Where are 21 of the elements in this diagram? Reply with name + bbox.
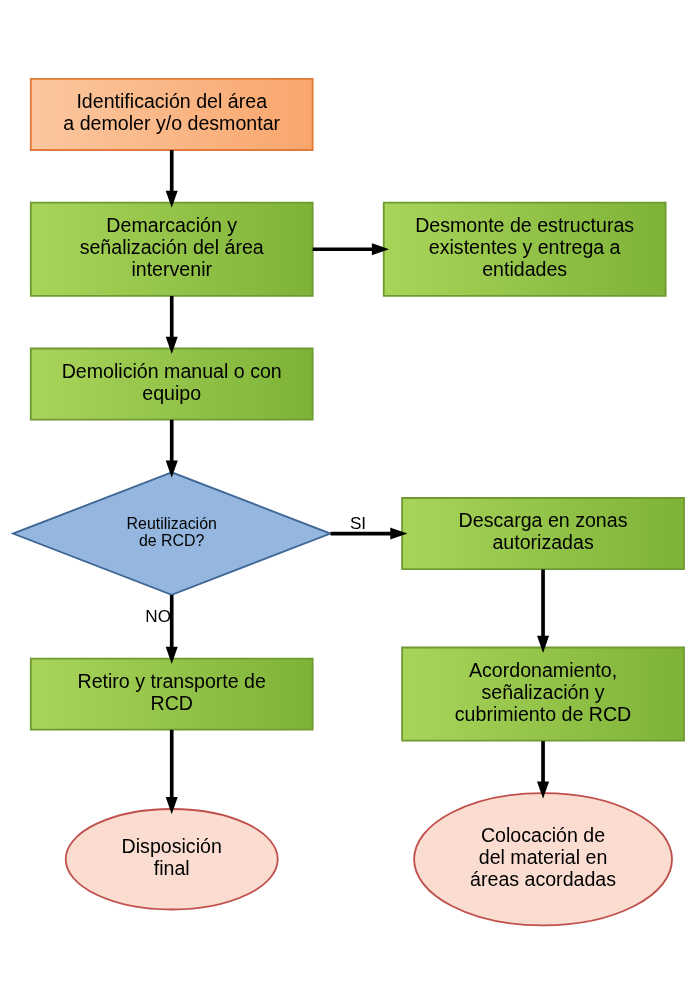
node-box: Acordonamiento, señalización y cubrimiento de RCD: [401, 646, 685, 742]
node-ellipse: Colocación de del material en áreas acordadas: [413, 792, 673, 927]
node-box: Demolición manual o con equipo: [29, 347, 314, 421]
node-box: Descarga en zonas autorizadas: [401, 497, 685, 571]
edge-label: SI: [349, 512, 367, 533]
arrow: [312, 243, 390, 256]
node-box: Identificación del área a demoler y/o desmontar: [29, 78, 314, 151]
arrow: [537, 741, 550, 799]
node-ellipse: Disposición final: [64, 808, 279, 911]
node-box: Retiro y transporte de RCD: [29, 657, 314, 731]
arrow: [537, 569, 550, 654]
edge-label: NO: [145, 605, 172, 626]
node-box: Desmonte de estructuras existentes y entrega a entidades: [382, 201, 667, 297]
node-diamond: Reutilización de RCD?: [10, 471, 333, 596]
arrow: [330, 527, 408, 540]
node-box: Demarcación y señalización del área intervenir: [29, 201, 314, 297]
arrow: [165, 150, 178, 208]
arrow: [165, 296, 178, 355]
arrow: [165, 419, 178, 478]
arrow: [165, 595, 178, 665]
arrow: [165, 729, 178, 815]
